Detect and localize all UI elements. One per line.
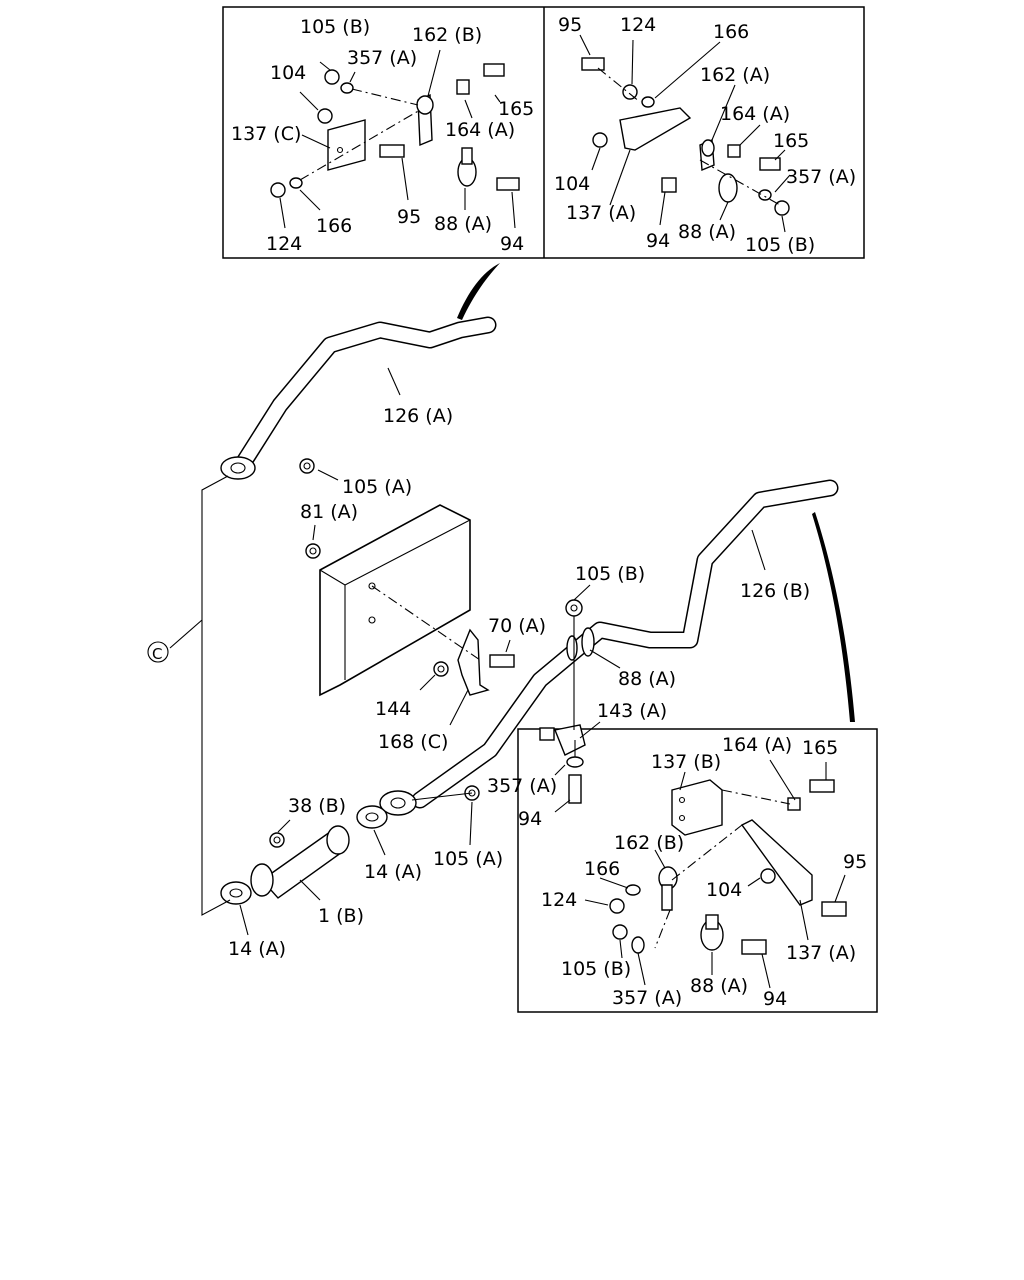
- label-tl-124: 124: [266, 233, 302, 255]
- label-tl-94: 94: [500, 233, 524, 255]
- label-tr-105b: 105 (B): [745, 234, 815, 256]
- label-b-94: 94: [763, 988, 787, 1010]
- flex-pipe-1b: [250, 825, 350, 899]
- label-b-166: 166: [584, 858, 620, 880]
- label-tr-95: 95: [558, 14, 582, 36]
- label-b-104: 104: [706, 879, 742, 901]
- washer-357a-main: [566, 756, 584, 768]
- label-b-124: 124: [541, 889, 577, 911]
- label-105b-main: 105 (B): [575, 563, 645, 585]
- label-tr-165: 165: [773, 130, 809, 152]
- bolt-94-main: [568, 774, 582, 804]
- inset-top-right-parts: [579, 34, 791, 233]
- label-tl-88a: 88 (A): [434, 213, 492, 235]
- label-b-165: 165: [802, 737, 838, 759]
- inset-frame-top: [222, 6, 865, 259]
- label-94-main: 94: [518, 808, 542, 830]
- gasket-14a-low: [220, 881, 252, 905]
- nut-105b-main: [565, 599, 583, 617]
- gasket-14a-mid: [356, 805, 388, 829]
- label-168c: 168 (C): [378, 731, 448, 753]
- label-144: 144: [375, 698, 411, 720]
- label-tl-105b: 105 (B): [300, 16, 370, 38]
- bolt-70a: [489, 654, 515, 668]
- inset-top-left-parts: [270, 49, 520, 229]
- label-tl-165: 165: [498, 98, 534, 120]
- leader-lines-main: [239, 367, 766, 936]
- label-tr-94: 94: [646, 230, 670, 252]
- label-b-137b: 137 (B): [651, 751, 721, 773]
- assembly-lines-main: [371, 585, 576, 801]
- nut-144: [433, 661, 449, 677]
- label-143a: 143 (A): [597, 700, 667, 722]
- circle-c-marker: [147, 641, 169, 663]
- label-357a-main: 357 (A): [487, 775, 557, 797]
- label-tl-95: 95: [397, 206, 421, 228]
- label-tr-137a: 137 (A): [566, 202, 636, 224]
- reference-line-c: [147, 475, 231, 916]
- label-1b: 1 (B): [318, 905, 364, 927]
- label-126b: 126 (B): [740, 580, 810, 602]
- sweep-to-bottom-inset: [812, 512, 855, 722]
- label-tr-104: 104: [554, 173, 590, 195]
- label-b-357a: 357 (A): [612, 987, 682, 1009]
- label-88a-main: 88 (A): [618, 668, 676, 690]
- label-circle-c: C: [152, 645, 162, 663]
- label-38b: 38 (B): [288, 795, 346, 817]
- labels-inset-top-right: 95 124 166 162 (A) 164 (A) 165 104 357 (…: [554, 14, 856, 256]
- label-70a: 70 (A): [488, 615, 546, 637]
- label-tr-357a: 357 (A): [786, 166, 856, 188]
- labels-inset-top-left: 105 (B) 357 (A) 162 (B) 104 165 164 (A) …: [231, 16, 534, 255]
- label-tl-104: 104: [270, 62, 306, 84]
- inset-frame-bottom: [517, 728, 878, 1013]
- pipe-126a: [220, 316, 497, 480]
- label-126a: 126 (A): [383, 405, 453, 427]
- label-b-88a: 88 (A): [690, 975, 748, 997]
- label-tl-137c: 137 (C): [231, 123, 301, 145]
- label-tr-162a: 162 (A): [700, 64, 770, 86]
- nut-105a-upper: [299, 458, 315, 474]
- label-81a: 81 (A): [300, 501, 358, 523]
- inset-bottom-parts: [584, 759, 847, 989]
- pipe-126b: [379, 479, 839, 816]
- nut-38b: [269, 832, 285, 848]
- label-b-137a: 137 (A): [786, 942, 856, 964]
- label-b-162b: 162 (B): [614, 832, 684, 854]
- label-b-105b: 105 (B): [561, 958, 631, 980]
- frame-rail: [319, 504, 471, 697]
- labels-main: 126 (A) 105 (A) 81 (A) 126 (B) 105 (B) 7…: [152, 405, 810, 960]
- sweep-to-top-inset: [457, 263, 500, 320]
- label-tl-164a: 164 (A): [445, 119, 515, 141]
- label-tl-162b: 162 (B): [412, 24, 482, 46]
- label-b-164a: 164 (A): [722, 734, 792, 756]
- label-tl-357a: 357 (A): [347, 47, 417, 69]
- bracket-168c: [457, 628, 490, 696]
- label-tr-166: 166: [713, 21, 749, 43]
- label-105a-upper: 105 (A): [342, 476, 412, 498]
- labels-inset-bottom: 137 (B) 164 (A) 165 162 (B) 95 166 104 1…: [541, 734, 867, 1010]
- label-tr-164a: 164 (A): [720, 103, 790, 125]
- bracket-143a: [539, 724, 586, 756]
- label-tr-88a: 88 (A): [678, 221, 736, 243]
- label-14a-low: 14 (A): [228, 938, 286, 960]
- label-14a-mid: 14 (A): [364, 861, 422, 883]
- label-b-95: 95: [843, 851, 867, 873]
- label-tr-124: 124: [620, 14, 656, 36]
- label-tl-166: 166: [316, 215, 352, 237]
- label-105a-flange: 105 (A): [433, 848, 503, 870]
- nut-81a: [305, 543, 321, 559]
